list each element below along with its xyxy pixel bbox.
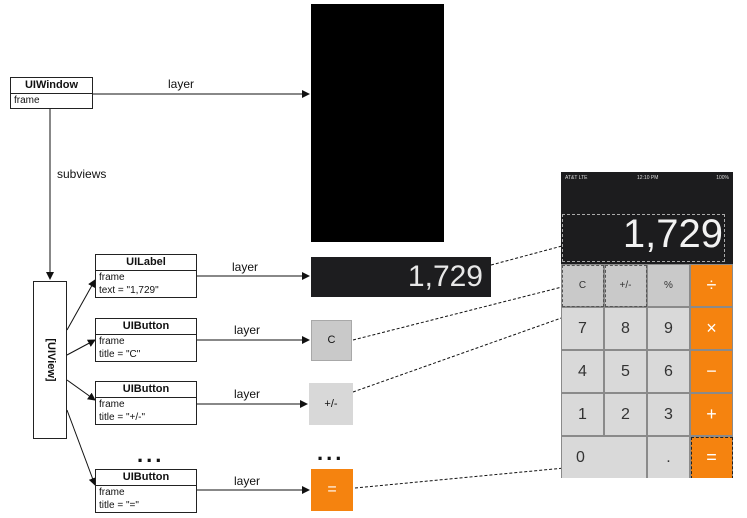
uilabel-prop-text: text = "1,729" (99, 285, 159, 296)
uilabel-prop-frame: frame (99, 272, 125, 283)
window-layer-label: layer (168, 77, 195, 91)
uilabel-title: UILabel (96, 255, 196, 271)
uilabel-box: UILabel frame text = "1,729" (95, 254, 197, 298)
uiview-box: [UIView] (33, 281, 67, 439)
key-equals-highlight (691, 437, 733, 478)
uiwindow-box: UIWindow frame (10, 77, 93, 109)
uiwindow-prop: frame (14, 95, 40, 106)
label-layer: 1,729 (311, 257, 491, 297)
uibutton-pm-prop-frame: frame (99, 399, 125, 410)
uibutton-eq-title: UIButton (96, 470, 196, 486)
uibutton-pm-box: UIButton frame title = "+/-" (95, 381, 197, 425)
uiview-title: [UIView] (45, 338, 57, 382)
key-equals[interactable]: = (690, 436, 733, 478)
window-layer (311, 4, 444, 242)
key-pm-highlight (605, 265, 647, 307)
view-child-arrow-3 (66, 379, 96, 401)
uibutton-c-title: UIButton (96, 319, 196, 335)
key-4[interactable]: 4 (561, 350, 604, 393)
eq-layer: = (311, 469, 353, 511)
key-0[interactable]: 0 (561, 436, 647, 478)
pm-layer: +/- (309, 383, 353, 425)
uibutton-eq-prop-frame: frame (99, 487, 125, 498)
key-1[interactable]: 1 (561, 393, 604, 436)
layers-ellipsis: ... (317, 440, 345, 465)
key-3[interactable]: 3 (647, 393, 690, 436)
uibutton-c-prop-title: title = "C" (99, 349, 141, 360)
key-9[interactable]: 9 (647, 307, 690, 350)
pm-map-line (352, 299, 613, 393)
eq-layer-text: layer (234, 474, 261, 488)
calculator-display: 1,729 (622, 212, 723, 256)
view-child-arrow-2 (66, 339, 96, 356)
key-percent[interactable]: % (647, 264, 690, 307)
key-multiply[interactable]: × (690, 307, 733, 350)
key-divide[interactable]: ÷ (690, 264, 733, 307)
subviews-label: subviews (57, 167, 107, 181)
key-8[interactable]: 8 (604, 307, 647, 350)
children-ellipsis: ... (137, 442, 165, 467)
uibutton-eq-prop-title: title = "=" (99, 500, 139, 511)
key-clear-highlight (562, 265, 604, 307)
view-child-arrow-4 (66, 409, 97, 486)
key-decimal[interactable]: . (647, 436, 690, 478)
uiwindow-title: UIWindow (11, 78, 92, 94)
key-minus[interactable]: − (690, 350, 733, 393)
c-layer: C (311, 320, 352, 361)
key-7[interactable]: 7 (561, 307, 604, 350)
status-battery: 100% (716, 175, 729, 181)
uibutton-pm-prop-title: title = "+/-" (99, 412, 146, 423)
key-5[interactable]: 5 (604, 350, 647, 393)
uibutton-c-prop-frame: frame (99, 336, 125, 347)
status-carrier: AT&T LTE (565, 175, 588, 181)
label-layer-text: layer (232, 260, 259, 274)
uibutton-pm-title: UIButton (96, 382, 196, 398)
display-highlight (562, 214, 725, 262)
status-bar: AT&T LTE 12:10 PM 100% (561, 172, 733, 184)
uibutton-eq-box: UIButton frame title = "=" (95, 469, 197, 513)
status-time: 12:10 PM (637, 175, 659, 181)
calculator-phone: AT&T LTE 12:10 PM 100% 1,729 C +/- % ÷ 7… (561, 172, 733, 478)
c-map-line (352, 285, 567, 341)
key-plus[interactable]: + (690, 393, 733, 436)
c-layer-text: layer (234, 323, 261, 337)
view-child-arrow-1 (66, 279, 96, 331)
label-map-line (490, 245, 563, 266)
pm-layer-text: layer (234, 387, 261, 401)
key-clear[interactable]: C (561, 264, 604, 307)
key-6[interactable]: 6 (647, 350, 690, 393)
uibutton-c-box: UIButton frame title = "C" (95, 318, 197, 362)
key-2[interactable]: 2 (604, 393, 647, 436)
